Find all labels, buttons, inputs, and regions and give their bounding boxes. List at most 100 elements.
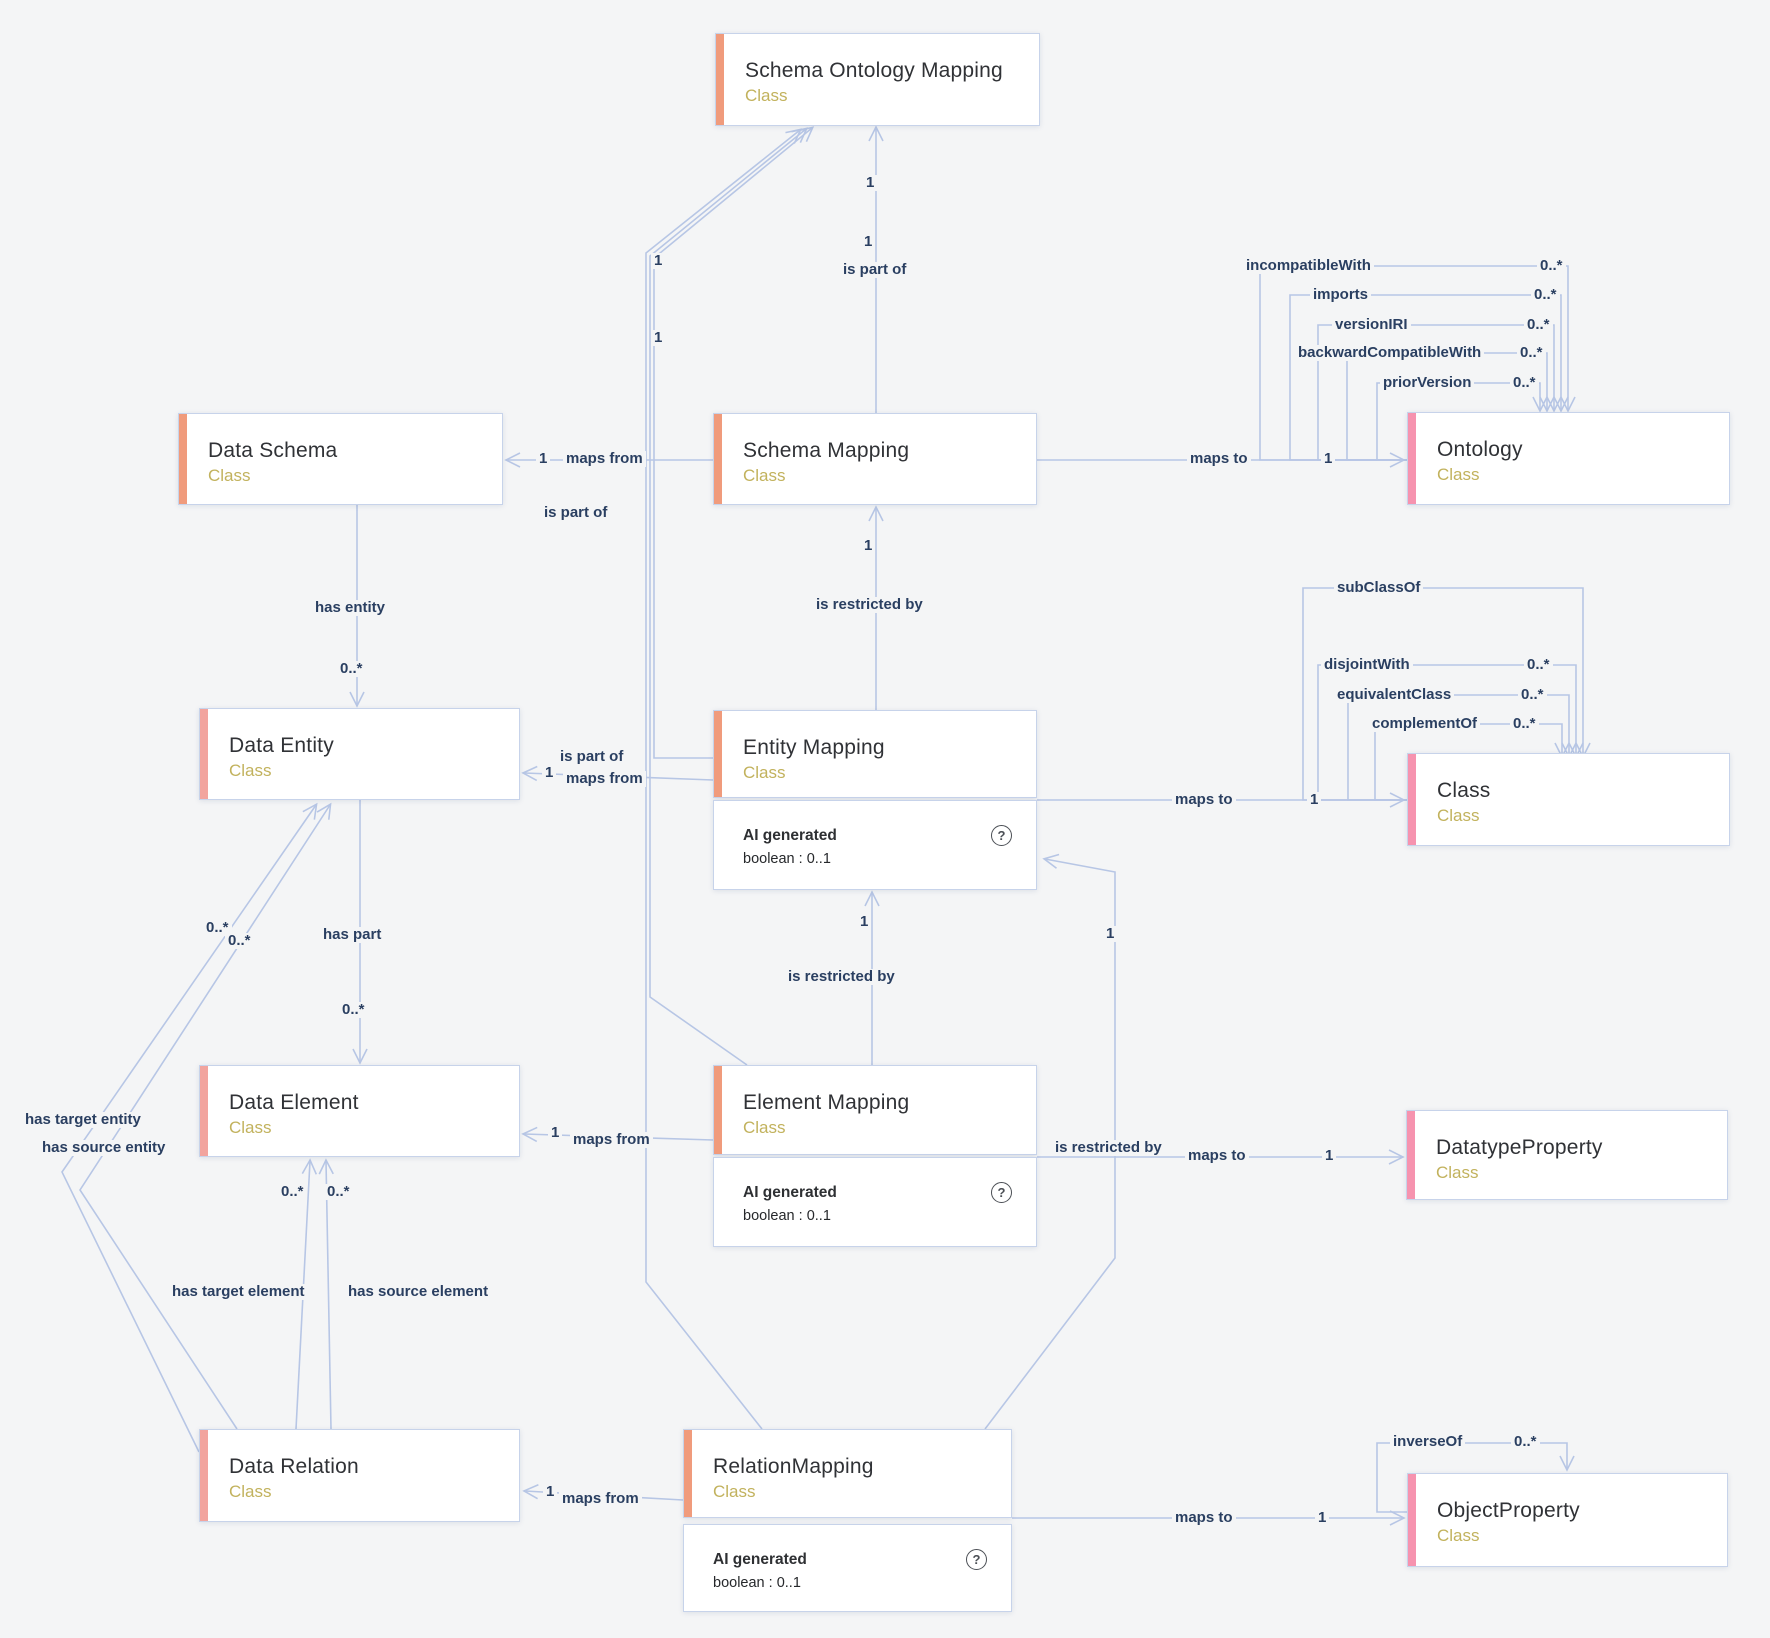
accent-bar — [714, 414, 722, 504]
class-box-data-entity[interactable]: Data Entity Class — [199, 708, 520, 800]
edge-label: has source element — [345, 1284, 492, 1300]
edge-label: 0..* — [1524, 657, 1553, 673]
edge-label: maps from — [570, 1132, 653, 1148]
edge-label: 1 — [1307, 792, 1322, 808]
class-title: Data Entity — [229, 734, 334, 757]
class-stereotype: Class — [229, 1118, 272, 1137]
edge-label: 1 — [1321, 451, 1336, 467]
class-box-class[interactable]: Class Class — [1407, 753, 1730, 846]
edge-label: subClassOf — [1334, 580, 1424, 596]
class-box-relation-mapping[interactable]: RelationMapping Class — [683, 1429, 1012, 1518]
class-box-data-element[interactable]: Data Element Class — [199, 1065, 520, 1157]
edge-label: 1 — [548, 1125, 563, 1141]
edge-label: has entity — [312, 600, 389, 616]
edge-label: 1 — [542, 765, 557, 781]
edge-label: has target entity — [22, 1112, 144, 1128]
class-title: Element Mapping — [743, 1091, 910, 1114]
class-box-datatype-property[interactable]: DatatypeProperty Class — [1406, 1110, 1728, 1200]
edge-label: 0..* — [1518, 687, 1547, 703]
edge-loop-priorVersion — [1376, 382, 1548, 461]
class-stereotype: Class — [743, 466, 786, 485]
edge-label: 1 — [543, 1484, 558, 1500]
class-box-object-property[interactable]: ObjectProperty Class — [1407, 1473, 1728, 1567]
edge-label: is part of — [840, 262, 910, 278]
edge-label: 0..* — [278, 1184, 307, 1200]
edge-label: priorVersion — [1380, 375, 1475, 391]
edge-label: 1 — [861, 538, 876, 554]
edge-label: maps from — [563, 451, 646, 467]
help-icon[interactable]: ? — [991, 1182, 1012, 1203]
class-stereotype: Class — [713, 1482, 756, 1501]
class-stereotype: Class — [229, 761, 272, 780]
edge-label: 0..* — [1511, 1434, 1540, 1450]
edge-label: has target element — [169, 1284, 308, 1300]
accent-bar — [684, 1430, 692, 1517]
class-stereotype: Class — [743, 763, 786, 782]
class-title: Data Schema — [208, 439, 338, 462]
class-title: Entity Mapping — [743, 736, 885, 759]
class-box-schema-mapping[interactable]: Schema Mapping Class — [713, 413, 1037, 505]
edge-label: maps to — [1185, 1148, 1249, 1164]
accent-bar — [179, 414, 187, 504]
attributes-entity-mapping[interactable]: AI generated boolean : 0..1 ? — [713, 800, 1037, 890]
attribute-name: AI generated — [713, 1551, 807, 1568]
accent-bar — [200, 1066, 208, 1156]
class-title: Data Relation — [229, 1455, 359, 1478]
edge-label: maps from — [559, 1491, 642, 1507]
edge-loop-inverseOf — [1376, 1442, 1575, 1513]
edge-label: 0..* — [225, 933, 254, 949]
accent-bar — [714, 711, 722, 797]
attributes-element-mapping[interactable]: AI generated boolean : 0..1 ? — [713, 1157, 1037, 1247]
edge-label: 0..* — [1531, 287, 1560, 303]
edge-label: 0..* — [1517, 345, 1546, 361]
edge-is-part-of-entity-mapping — [653, 126, 815, 759]
edge-label: 1 — [861, 234, 876, 250]
class-title: Data Element — [229, 1091, 359, 1114]
edge-label: 1 — [1322, 1148, 1337, 1164]
edge-label: is restricted by — [785, 969, 898, 985]
edge-label: 1 — [651, 253, 666, 269]
edge-label: 1 — [857, 914, 872, 930]
class-stereotype: Class — [1437, 1526, 1480, 1545]
attributes-relation-mapping[interactable]: AI generated boolean : 0..1 ? — [683, 1524, 1012, 1612]
edge-label: is part of — [541, 505, 611, 521]
class-title: RelationMapping — [713, 1455, 874, 1478]
attribute-name: AI generated — [743, 827, 837, 844]
accent-bar — [1407, 1111, 1415, 1199]
help-icon[interactable]: ? — [966, 1549, 987, 1570]
edge-label: 0..* — [203, 920, 232, 936]
accent-bar — [714, 1066, 722, 1154]
class-stereotype: Class — [1437, 465, 1480, 484]
edge-label: 0..* — [339, 1002, 368, 1018]
class-box-ontology[interactable]: Ontology Class — [1407, 412, 1730, 505]
edge-label: complementOf — [1369, 716, 1481, 732]
class-title: ObjectProperty — [1437, 1499, 1580, 1522]
edge-label: maps from — [563, 771, 646, 787]
help-icon[interactable]: ? — [991, 825, 1012, 846]
edge-label: disjointWith — [1321, 657, 1413, 673]
attribute-type: boolean : 0..1 — [743, 1208, 831, 1224]
edge-relation-is-restricted-by — [984, 853, 1116, 1430]
class-box-schema-ontology-mapping[interactable]: Schema Ontology Mapping Class — [715, 33, 1040, 126]
class-box-element-mapping[interactable]: Element Mapping Class — [713, 1065, 1037, 1155]
class-box-entity-mapping[interactable]: Entity Mapping Class — [713, 710, 1037, 798]
edge-has-source-element — [318, 1158, 334, 1430]
edge-label: 1 — [1103, 926, 1118, 942]
class-stereotype: Class — [1437, 806, 1480, 825]
attribute-name: AI generated — [743, 1184, 837, 1201]
accent-bar — [1408, 1474, 1416, 1566]
accent-bar — [1408, 413, 1416, 504]
attribute-type: boolean : 0..1 — [713, 1575, 801, 1591]
edge-label: is restricted by — [1052, 1140, 1165, 1156]
class-box-data-relation[interactable]: Data Relation Class — [199, 1429, 520, 1522]
edge-label: incompatibleWith — [1243, 258, 1374, 274]
class-box-data-schema[interactable]: Data Schema Class — [178, 413, 503, 505]
edge-label: 1 — [651, 330, 666, 346]
edge-label: inverseOf — [1390, 1434, 1466, 1450]
edge-label: 0..* — [337, 661, 366, 677]
edge-label: maps to — [1172, 792, 1236, 808]
edge-label: 0..* — [1524, 317, 1553, 333]
class-stereotype: Class — [208, 466, 251, 485]
edge-label: has source entity — [39, 1140, 169, 1156]
